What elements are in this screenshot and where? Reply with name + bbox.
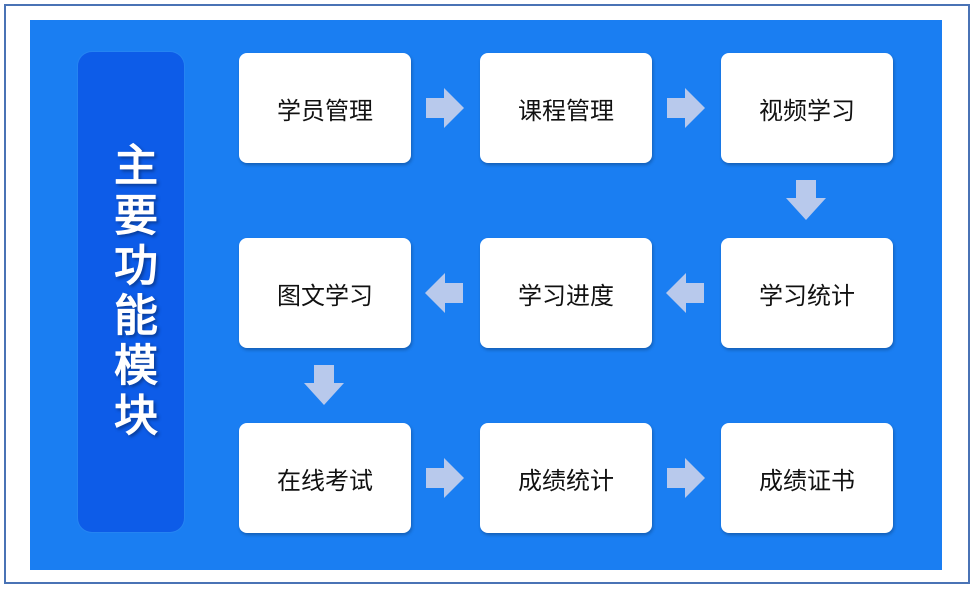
arrow-down-icon xyxy=(304,365,344,405)
arrow-right-icon xyxy=(426,458,464,498)
arrow-right-icon xyxy=(667,458,705,498)
arrow-left-icon xyxy=(666,273,704,313)
step-label: 视频学习 xyxy=(759,96,855,125)
page-title: 主要功能模块 xyxy=(106,142,157,442)
step-box-student-management: 学员管理 xyxy=(239,53,411,163)
step-box-learning-progress: 学习进度 xyxy=(480,238,652,348)
step-label: 学习进度 xyxy=(518,281,614,310)
step-label: 成绩统计 xyxy=(518,466,614,495)
step-label: 学员管理 xyxy=(277,96,373,125)
step-box-online-exam: 在线考试 xyxy=(239,423,411,533)
step-box-text-learning: 图文学习 xyxy=(239,238,411,348)
step-label: 成绩证书 xyxy=(759,466,855,495)
step-label: 课程管理 xyxy=(518,96,614,125)
side-title-bar: 主要功能模块 xyxy=(78,52,184,532)
arrow-left-icon xyxy=(425,273,463,313)
step-box-score-certificate: 成绩证书 xyxy=(721,423,893,533)
arrow-right-icon xyxy=(667,88,705,128)
arrow-down-icon xyxy=(786,180,826,220)
step-box-score-statistics: 成绩统计 xyxy=(480,423,652,533)
step-box-course-management: 课程管理 xyxy=(480,53,652,163)
step-label: 在线考试 xyxy=(277,466,373,495)
step-label: 学习统计 xyxy=(759,281,855,310)
arrow-right-icon xyxy=(426,88,464,128)
step-box-video-learning: 视频学习 xyxy=(721,53,893,163)
step-box-learning-statistics: 学习统计 xyxy=(721,238,893,348)
step-label: 图文学习 xyxy=(277,281,373,310)
